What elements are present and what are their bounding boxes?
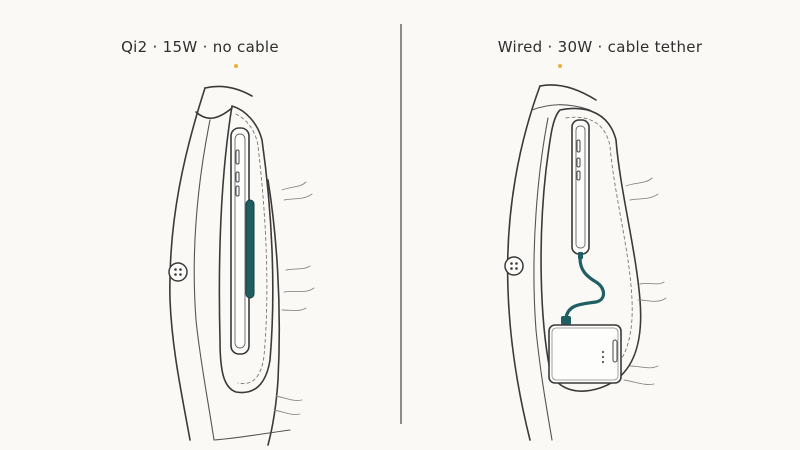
magsafe-puck-icon <box>246 200 254 298</box>
jacket-button-icon <box>169 263 187 281</box>
phone-icon <box>572 120 589 259</box>
jacket-button-icon <box>505 257 523 275</box>
usb-cable-icon <box>566 258 604 318</box>
power-bank-icon <box>549 325 621 383</box>
wired-panel <box>505 85 666 440</box>
qi2-panel <box>169 86 314 445</box>
